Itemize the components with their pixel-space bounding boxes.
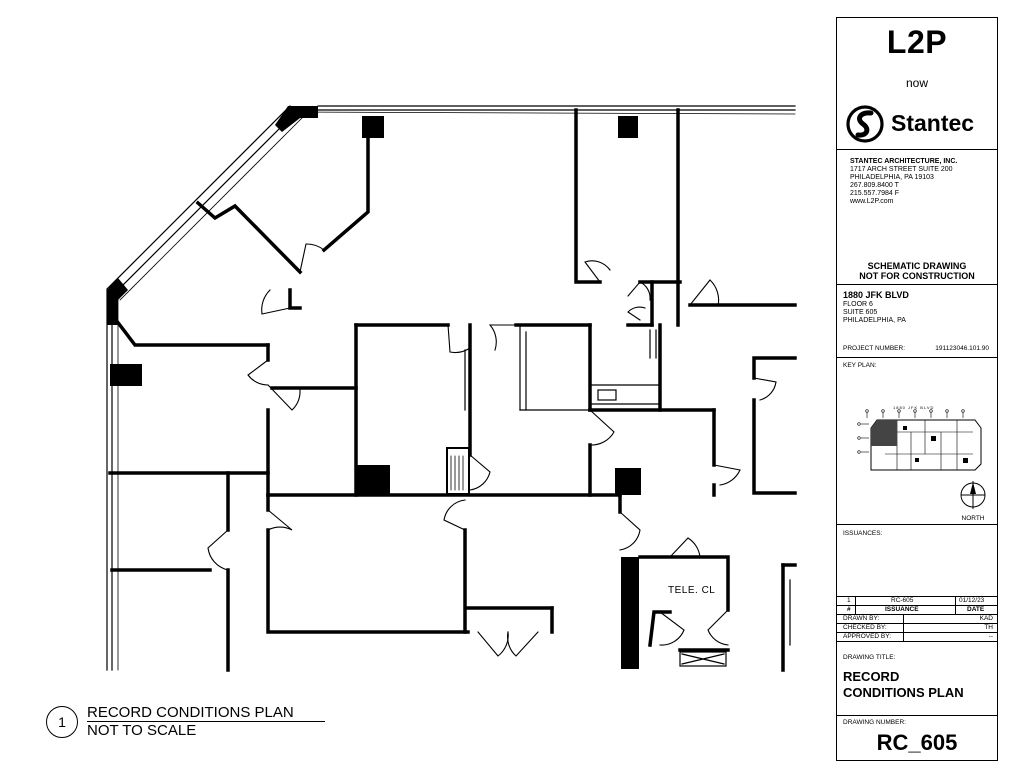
door-swings [207,243,777,657]
project-number: 191123046.101.90 [935,345,989,352]
issuance-date: 01/12/23 [959,597,985,604]
issuance-num: 1 [847,597,851,604]
drawn-by: KAD [979,615,993,622]
firm-web: www.L2P.com [850,198,894,205]
project-city: PHILADELPHIA, PA [843,317,906,324]
stantec-mark-icon [846,105,884,143]
firm-phone: 267.809.8400 T [850,182,899,189]
firm-fax: 215.557.7984 F [850,190,900,197]
view-title: RECORD CONDITIONS PLAN [87,704,325,722]
status-line-2: NOT FOR CONSTRUCTION [859,271,975,281]
project-info: 1880 JFK BLVD FLOOR 6 SUITE 605 PHILADEL… [843,291,909,325]
drawing-status: SCHEMATIC DRAWING NOT FOR CONSTRUCTION [837,261,997,281]
firm-name: STANTEC ARCHITECTURE, INC. [850,158,958,165]
issuance-header-num: # [847,606,851,613]
firm-address2: PHILADELPHIA, PA 19103 [850,174,934,181]
key-plan-diagram: 1880 JFK BLVD [857,405,982,471]
approved-by: -- [988,633,993,640]
drawing-number-label: DRAWING NUMBER: [843,719,906,726]
checked-by-label: CHECKED BY: [843,624,887,631]
l2p-logo: L2P [886,24,948,60]
project-floor: FLOOR 6 [843,301,873,308]
exterior-wall-west [106,289,119,671]
thin-partitions [464,324,791,667]
project-suite: SUITE 605 [843,309,878,316]
north-arrow: NORTH [955,480,991,522]
view-label: 1 RECORD CONDITIONS PLAN NOT TO SCALE [46,704,336,746]
drawn-by-label: DRAWN BY: [843,615,880,622]
floor-plan-drawing: TELE. CL [106,105,797,672]
view-number-bubble: 1 [46,706,78,738]
structural-columns [107,106,641,669]
drawing-title-label: DRAWING TITLE: [843,654,896,661]
drawing-title-line-2: CONDITIONS PLAN [843,685,964,700]
issuance-header-name: ISSUANCE [885,606,919,613]
project-name: 1880 JFK BLVD [843,290,909,300]
issuances-label: ISSUANCES: [843,530,883,537]
key-plan-street-label: 1880 JFK BLVD [893,405,934,410]
stantec-wordmark: Stantec [891,110,975,136]
firm-info: STANTEC ARCHITECTURE, INC. 1717 ARCH STR… [850,158,957,206]
project-number-row: PROJECT NUMBER: 191123046.101.90 [843,345,993,352]
drawing-title-line-1: RECORD [843,669,900,684]
checked-by: TH [984,624,993,631]
tele-closet-label: TELE. CL [668,585,715,596]
status-line-1: SCHEMATIC DRAWING [867,261,967,271]
north-label: NORTH [961,515,985,522]
north-arrow-icon [960,481,986,509]
issuance-name: RC-605 [891,597,914,604]
title-block: L2P now Stantec STANTEC ARCHITECTURE, IN… [836,17,998,761]
issuance-header-date: DATE [967,606,985,613]
stair-hatch [446,447,470,495]
drawing-title: RECORD CONDITIONS PLAN [843,669,964,701]
firm-address1: 1717 ARCH STREET SUITE 200 [850,166,953,173]
drawing-number: RC_605 [876,730,958,755]
interior-walls [108,108,797,672]
exterior-wall-north [289,105,796,115]
project-number-label: PROJECT NUMBER: [843,345,905,352]
exterior-wall-diagonal [106,105,303,301]
logo-now-text: now [905,76,928,90]
approved-by-label: APPROVED BY: [843,633,892,640]
key-plan-label: KEY PLAN: [843,362,877,369]
view-scale: NOT TO SCALE [87,722,197,739]
stantec-logo: Stantec [845,104,995,144]
